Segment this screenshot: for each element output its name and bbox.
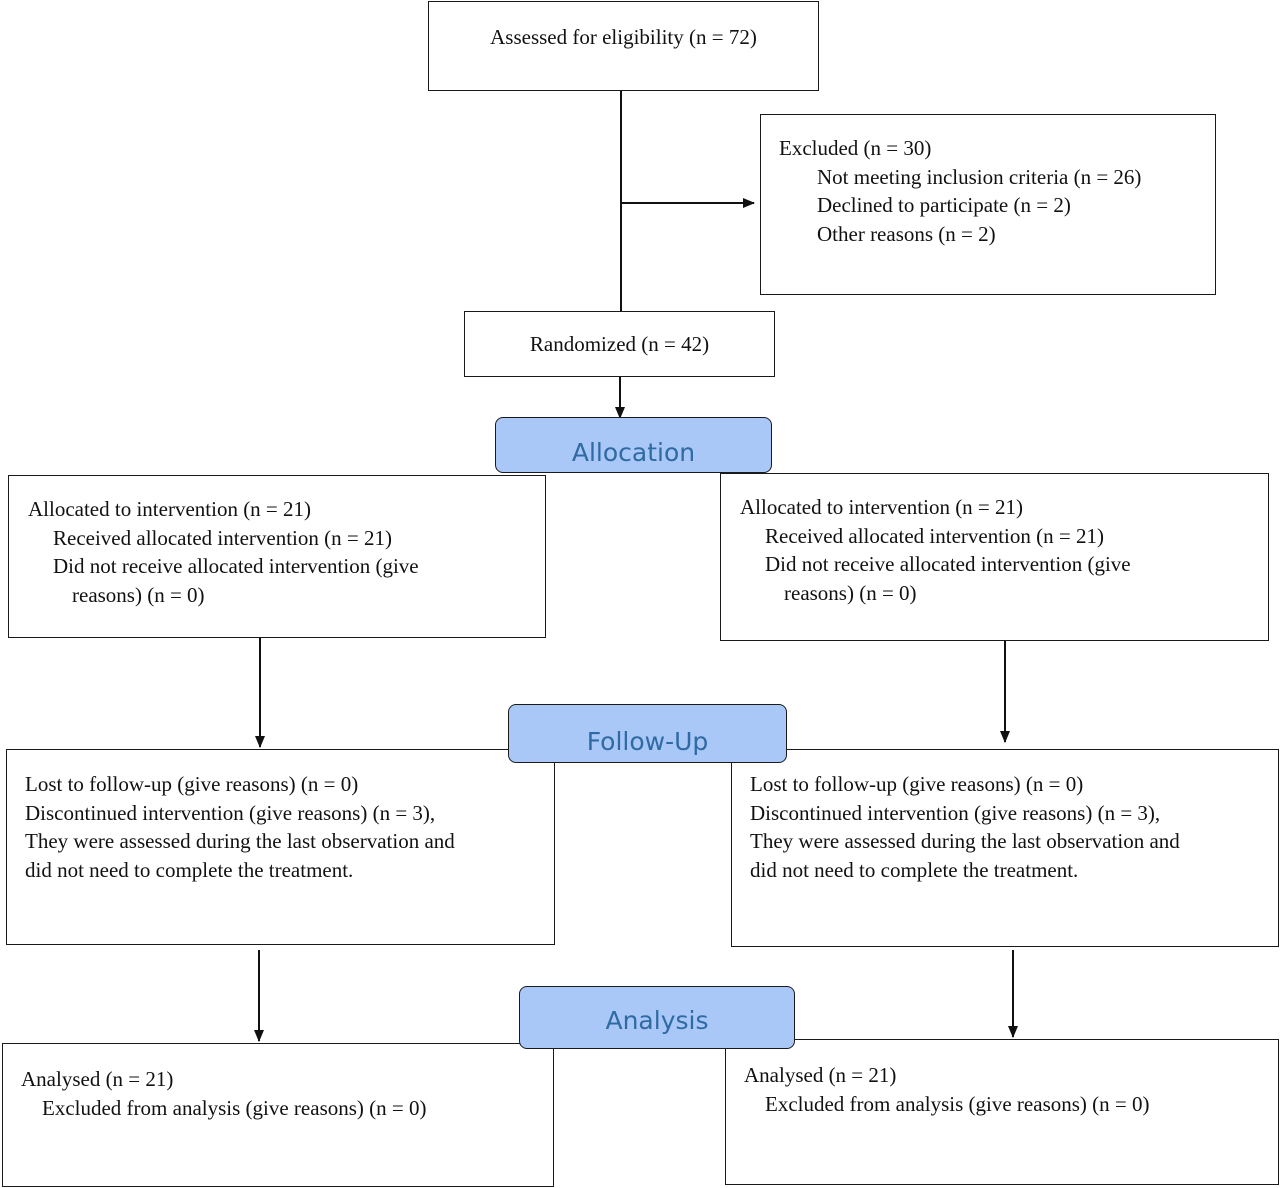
left-analysed-line: Analysed (n = 21) (21, 1067, 174, 1091)
right-allocation-box: Allocated to intervention (n = 21) Recei… (720, 473, 1269, 641)
excluded-box: Excluded (n = 30) Not meeting inclusion … (760, 114, 1216, 295)
right-received-line: Received allocated intervention (n = 21) (765, 523, 1104, 548)
left-allocation-box: Allocated to intervention (n = 21) Recei… (8, 475, 546, 638)
left-received-line: Received allocated intervention (n = 21) (53, 525, 392, 550)
right-not-received-line: Did not receive allocated intervention (… (765, 552, 1131, 576)
right-not-received-reasons-line: reasons) (n = 0) (784, 580, 917, 605)
left-not-received-line: Did not receive allocated intervention (… (53, 554, 419, 578)
right-discontinued-line: Discontinued intervention (give reasons)… (750, 800, 1161, 825)
right-analysis-box: Analysed (n = 21) Excluded from analysis… (725, 1039, 1279, 1185)
followup-stage-label: Follow-Up (508, 704, 787, 763)
excluded-reason-other: Other reasons (n = 2) (817, 221, 996, 246)
right-analysed-line: Analysed (n = 21) (744, 1063, 897, 1087)
randomized-text: Randomized (n = 42) (529, 331, 710, 356)
left-not-received-reasons-line: reasons) (n = 0) (72, 582, 205, 607)
left-excluded-analysis-line: Excluded from analysis (give reasons) (n… (42, 1095, 427, 1120)
randomized-box: Randomized (n = 42) (464, 311, 775, 377)
right-assessed-note-line: They were assessed during the last obser… (750, 829, 1180, 853)
left-treatment-note-line: did not need to complete the treatment. (25, 857, 354, 882)
right-lost-line: Lost to follow-up (give reasons) (n = 0) (750, 772, 1084, 796)
right-excluded-analysis-line: Excluded from analysis (give reasons) (n… (765, 1091, 1150, 1116)
left-lost-line: Lost to follow-up (give reasons) (n = 0) (25, 772, 359, 796)
excluded-reason-inclusion: Not meeting inclusion criteria (n = 26) (817, 164, 1142, 189)
excluded-reason-declined: Declined to participate (n = 2) (817, 193, 1071, 217)
allocation-stage-label: Allocation (495, 417, 772, 473)
left-discontinued-line: Discontinued intervention (give reasons)… (25, 800, 436, 825)
right-allocated-line: Allocated to intervention (n = 21) (740, 495, 1024, 519)
left-analysis-box: Analysed (n = 21) Excluded from analysis… (2, 1043, 554, 1187)
assessed-text: Assessed for eligibility (n = 72) (490, 24, 757, 49)
left-assessed-note-line: They were assessed during the last obser… (25, 829, 455, 853)
followup-stage-text: Follow-Up (586, 727, 709, 756)
analysis-stage-label: Analysis (519, 986, 795, 1049)
right-followup-box: Lost to follow-up (give reasons) (n = 0)… (731, 749, 1279, 947)
assessed-box: Assessed for eligibility (n = 72) (428, 1, 819, 91)
left-allocated-line: Allocated to intervention (n = 21) (28, 497, 312, 521)
right-treatment-note-line: did not need to complete the treatment. (750, 857, 1079, 882)
excluded-title: Excluded (n = 30) (779, 136, 932, 160)
analysis-stage-text: Analysis (605, 1006, 709, 1035)
allocation-stage-text: Allocation (571, 438, 696, 467)
left-followup-box: Lost to follow-up (give reasons) (n = 0)… (6, 749, 555, 945)
